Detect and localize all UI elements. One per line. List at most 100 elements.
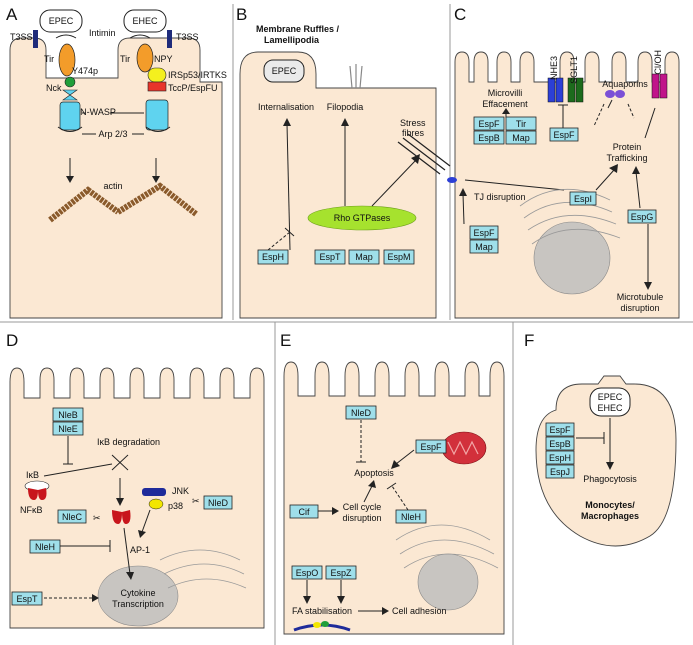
- panel-d: D NleB NleE IκB degradation IκB NFκB Nle…: [6, 331, 265, 629]
- intimin-label: Intimin: [89, 28, 116, 38]
- t3ss-left: [33, 30, 38, 48]
- internalisation-label: Internalisation: [258, 102, 314, 112]
- cloh-channel: [659, 73, 668, 99]
- effector-box: [505, 130, 537, 145]
- effector-box: [469, 225, 499, 240]
- effector-label: EspF: [473, 228, 495, 238]
- stress-label: Stress: [400, 118, 426, 128]
- effector-label: Tir: [516, 119, 526, 129]
- arp-label: Arp 2/3: [98, 129, 127, 139]
- effector-label: Map: [512, 133, 530, 143]
- host-cell: [9, 37, 223, 319]
- effector-label: EspG: [631, 212, 654, 222]
- nwasp-left: [59, 101, 81, 131]
- trafficking-label: Trafficking: [606, 153, 647, 163]
- effector-box: [291, 565, 323, 580]
- ehec-bacterium: [123, 9, 167, 33]
- effector-box: [52, 407, 84, 422]
- effector-box: [383, 249, 415, 265]
- effector-box: [345, 405, 377, 420]
- tir-right-label: Tir: [120, 54, 130, 64]
- panel-c: C Microvilli Effacement EspF Tir EspB Ma…: [447, 5, 680, 319]
- effector-box: [395, 509, 427, 524]
- effector-label: NleD: [208, 498, 229, 508]
- nwasp-right: [145, 99, 169, 131]
- panel-letter: D: [6, 331, 18, 350]
- effector-box: [505, 116, 537, 131]
- nucleus: [533, 221, 611, 295]
- effector-box: [545, 464, 575, 479]
- effector-label: EspT: [16, 594, 38, 604]
- ikb-label: IκB: [26, 470, 39, 480]
- effector-box: [203, 495, 233, 510]
- nhe3-label: NHE3: [549, 56, 559, 80]
- effector-label: EspH: [262, 252, 284, 262]
- p38-label: p38: [168, 501, 183, 511]
- scissors-icon: ✂: [93, 513, 101, 523]
- ehec-label: EHEC: [597, 403, 623, 413]
- effector-box: [473, 130, 505, 145]
- effector-label: NleC: [62, 512, 83, 522]
- nck-protein: [64, 76, 76, 88]
- t3ss-left-label: T3SS: [10, 32, 33, 42]
- aquaporins-label: Aquaporins: [602, 79, 648, 89]
- t3ss-right: [167, 30, 172, 48]
- effector-label: NleB: [58, 410, 78, 420]
- nwasp-label: N-WASP: [80, 107, 116, 117]
- disruption-label: disruption: [620, 303, 659, 313]
- npy-label: NPY: [154, 54, 173, 64]
- cloh-channel: [651, 73, 660, 99]
- effector-label: Map: [475, 242, 493, 252]
- lamellipodia-label: Lamellipodia: [264, 35, 320, 45]
- effector-box: [415, 439, 447, 454]
- effector-label: EspF: [478, 119, 500, 129]
- jnk-label: JNK: [172, 486, 189, 496]
- p38-protein: [148, 498, 164, 510]
- effector-box: [545, 422, 575, 437]
- effector-box: [569, 191, 597, 206]
- membrane-ruffles-label: Membrane Ruffles /: [256, 24, 340, 34]
- nucleus: [97, 565, 179, 627]
- effector-box: [473, 116, 505, 131]
- cell-cycle-label: Cell cycle: [343, 502, 382, 512]
- effector-box: [627, 209, 657, 224]
- rho-gtpases: [307, 205, 417, 231]
- effector-label: NleH: [401, 512, 421, 522]
- y474p-label: Y474p: [72, 66, 98, 76]
- filopodia-label: Filopodia: [327, 102, 364, 112]
- tccp-label: TccP/EspFU: [168, 83, 218, 93]
- host-cell: [239, 51, 437, 319]
- phagocytosis-label: Phagocytosis: [583, 474, 637, 484]
- scissors-icon: ✂: [192, 496, 200, 506]
- mitochondrion: [441, 431, 487, 465]
- tccp: [147, 81, 167, 92]
- panel-f: F EPEC EHEC EspF EspB EspH EspJ Phagocyt…: [524, 331, 677, 547]
- effector-label: NleD: [351, 408, 372, 418]
- cytokine-label: Cytokine: [120, 588, 155, 598]
- epec-bacterium: [39, 9, 83, 33]
- sglt1-label: SGLT1: [569, 56, 579, 84]
- transcription-label: Transcription: [112, 599, 164, 609]
- tj-label: TJ disruption: [474, 192, 526, 202]
- disruption-label: disruption: [342, 513, 381, 523]
- sglt1-channel: [575, 77, 584, 103]
- effector-box: [314, 249, 346, 265]
- adhesion-label: Cell adhesion: [392, 606, 447, 616]
- fibres-label: fibres: [402, 128, 425, 138]
- effector-box: [257, 249, 289, 265]
- tight-junction: [447, 177, 457, 183]
- effector-box: [545, 450, 575, 465]
- actin-label: actin: [103, 181, 122, 191]
- bacterium: [589, 387, 631, 417]
- ehec-label: EHEC: [132, 16, 158, 26]
- effector-box: [325, 565, 357, 580]
- panel-letter: C: [454, 5, 466, 24]
- rho-label: Rho GTPases: [334, 213, 391, 223]
- effector-label: NleH: [35, 542, 55, 552]
- sglt1-channel: [567, 77, 576, 103]
- microvilli-label: Microvilli: [488, 88, 523, 98]
- nhe3-channel: [555, 77, 564, 103]
- irsp-label: IRSp53/IRTKS: [168, 70, 227, 80]
- epec-label: EPEC: [598, 392, 623, 402]
